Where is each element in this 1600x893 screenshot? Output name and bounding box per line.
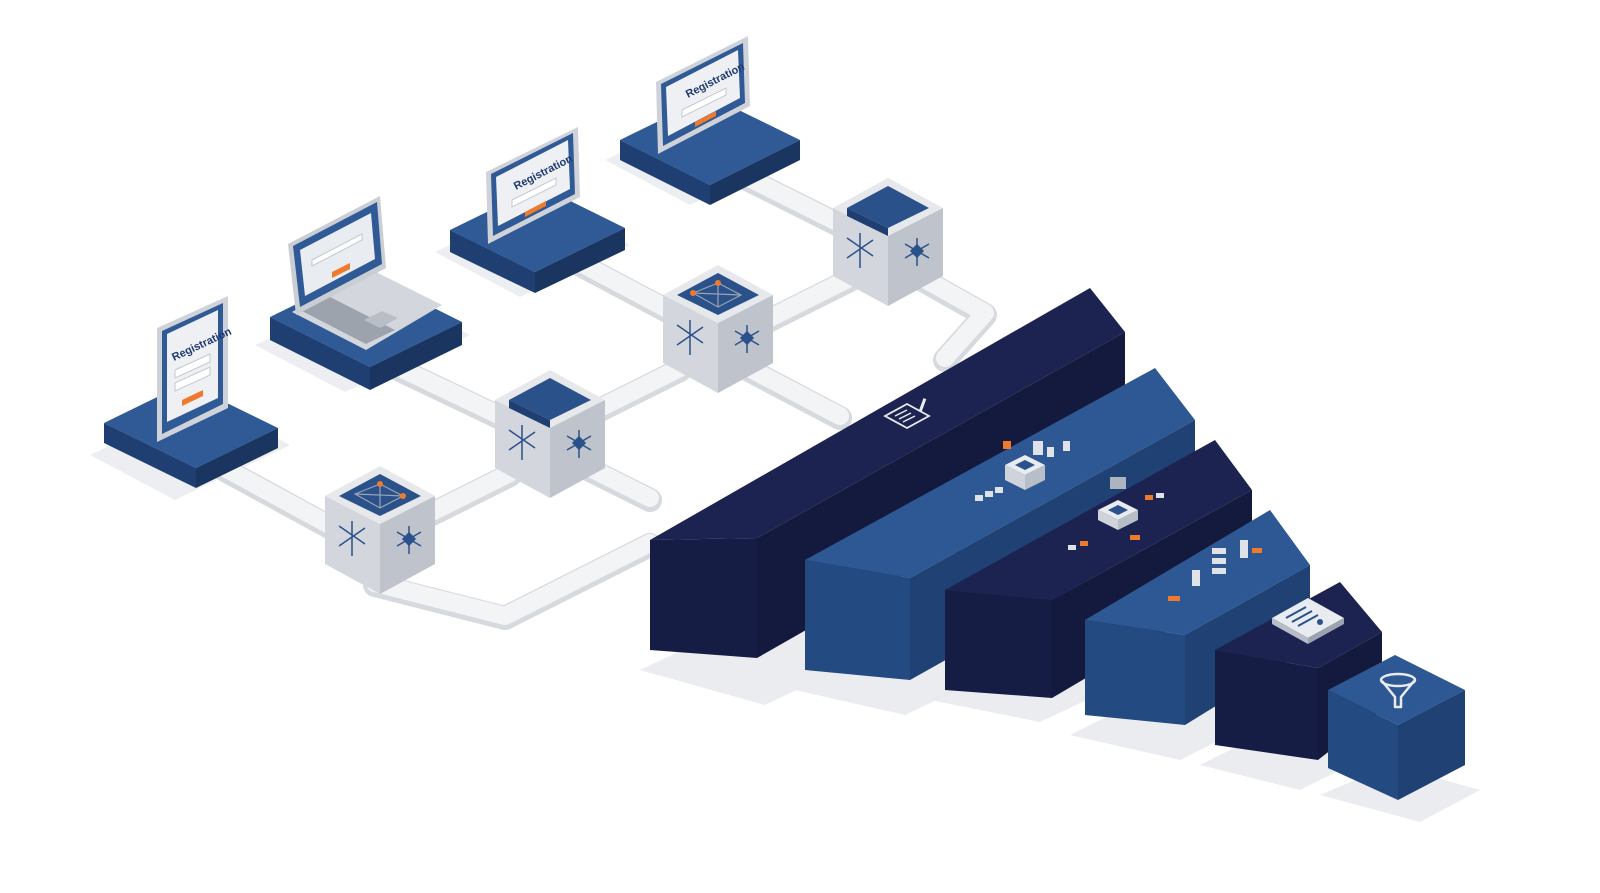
- sliders-icon: [1168, 540, 1262, 601]
- network-graph-icon: [691, 282, 743, 308]
- clipboard-icon: [883, 398, 931, 430]
- device-platforms: Registration: [104, 36, 800, 488]
- tablet-device: Registration: [157, 296, 234, 442]
- processing-block: [1328, 655, 1465, 800]
- dashboard-panel-icon: [1272, 598, 1344, 644]
- build-blocks-icon: [975, 441, 1070, 501]
- network-nodes: [325, 178, 943, 594]
- device-platform: Registration: [104, 296, 278, 488]
- laptop-device: [288, 196, 442, 350]
- funnel-icon: [1379, 672, 1417, 709]
- device-platform: Registration: [450, 127, 625, 293]
- network-node-cube: [325, 466, 435, 594]
- device-platform: [270, 196, 462, 390]
- network-node-cube: [663, 265, 773, 393]
- network-node-cube: [495, 370, 605, 498]
- component-layer-icon: [1068, 477, 1164, 550]
- tablet-device: Registration: [486, 127, 580, 244]
- network-node-cube: [833, 178, 943, 306]
- tablet-device: Registration: [656, 36, 750, 154]
- processing-blocks: [650, 288, 1465, 800]
- device-platform: Registration: [620, 36, 800, 205]
